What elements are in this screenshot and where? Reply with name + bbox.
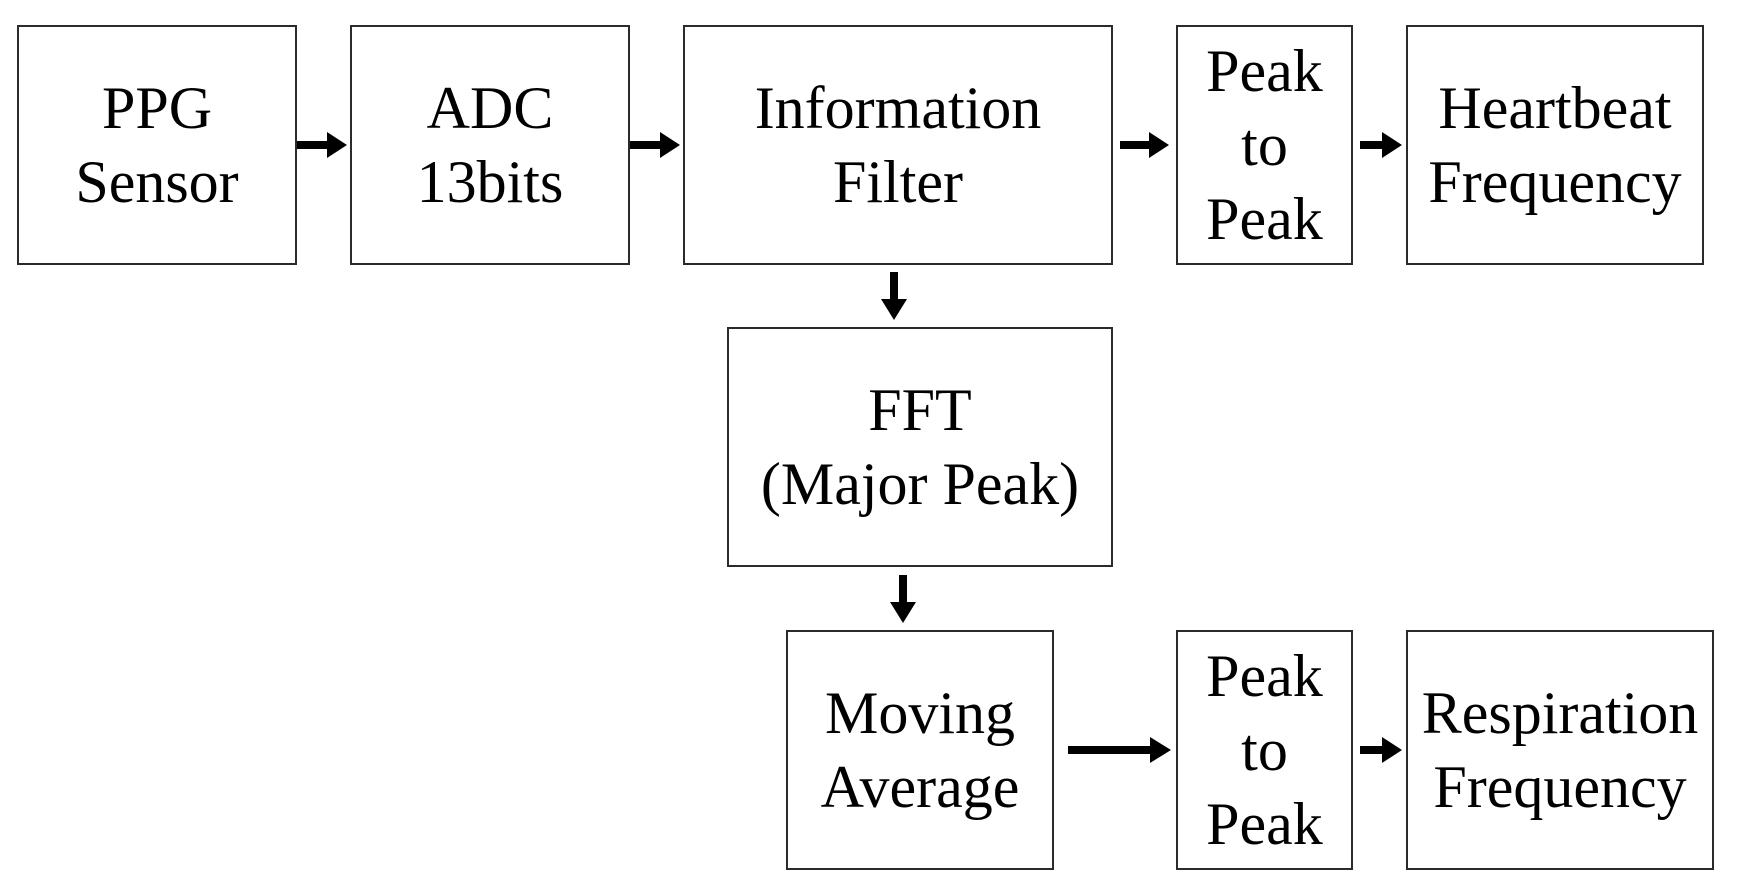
peak-to-peak-bottom-label-line-2: to	[1241, 717, 1288, 783]
heartbeat-frequency-block: Heartbeat Frequency	[1406, 25, 1704, 265]
peak-to-peak-bottom-label-line-3: Peak	[1206, 791, 1323, 857]
peak-to-peak-top-block: Peak to Peak	[1176, 25, 1353, 265]
arrow-ppg-to-adc	[297, 132, 347, 158]
ppg-sensor-label-line-2: Sensor	[75, 149, 239, 215]
adc-label-line-2: 13bits	[416, 149, 564, 215]
fft-block: FFT (Major Peak)	[727, 327, 1113, 567]
fft-label-line-1: FFT	[868, 377, 972, 443]
fft-label-line-2: (Major Peak)	[760, 451, 1080, 517]
information-filter-label-line-1: Information	[754, 75, 1042, 141]
arrow-peak-top-to-heartbeat	[1360, 132, 1402, 158]
information-filter-label-line-2: Filter	[833, 149, 963, 215]
peak-to-peak-top-label-line-1: Peak	[1206, 38, 1323, 104]
arrow-peak-bottom-to-respiration	[1360, 737, 1402, 763]
heartbeat-frequency-label-line-1: Heartbeat	[1438, 75, 1672, 141]
peak-to-peak-bottom-label-line-1: Peak	[1206, 643, 1323, 709]
moving-average-label-line-2: Average	[820, 754, 1020, 820]
peak-to-peak-top-label-line-3: Peak	[1206, 186, 1323, 252]
arrow-fft-to-moving-average	[890, 575, 916, 623]
adc-block: ADC 13bits	[350, 25, 630, 265]
arrow-moving-average-to-peak-bottom	[1068, 737, 1171, 763]
arrow-filter-to-peak-top	[1120, 132, 1169, 158]
peak-to-peak-bottom-block: Peak to Peak	[1176, 630, 1353, 870]
arrow-filter-to-fft	[881, 272, 907, 320]
heartbeat-frequency-label-line-2: Frequency	[1428, 149, 1682, 215]
moving-average-block: Moving Average	[786, 630, 1054, 870]
respiration-frequency-label-line-1: Respiration	[1421, 680, 1699, 746]
ppg-sensor-label-line-1: PPG	[101, 75, 213, 141]
information-filter-block: Information Filter	[683, 25, 1113, 265]
ppg-sensor-block: PPG Sensor	[17, 25, 297, 265]
moving-average-label-line-1: Moving	[824, 680, 1016, 746]
peak-to-peak-top-label-line-2: to	[1241, 112, 1288, 178]
respiration-frequency-block: Respiration Frequency	[1406, 630, 1714, 870]
respiration-frequency-label-line-2: Frequency	[1433, 754, 1687, 820]
adc-label-line-1: ADC	[426, 75, 554, 141]
arrow-adc-to-filter	[630, 132, 680, 158]
